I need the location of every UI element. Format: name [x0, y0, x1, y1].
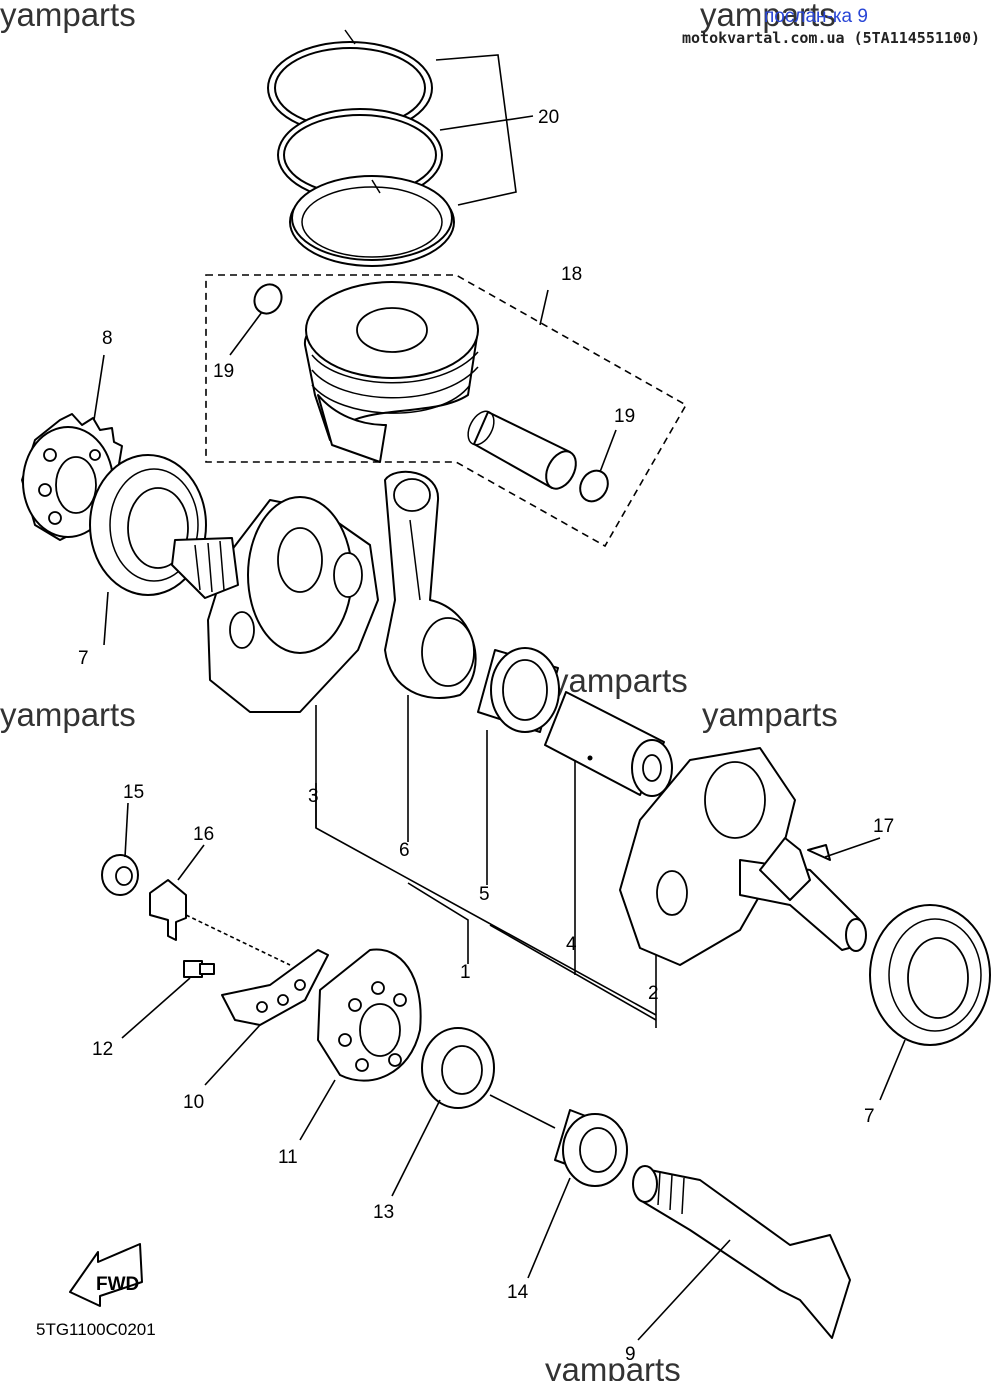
- balancer-weight: [221, 949, 329, 1026]
- callout-11: 11: [278, 1147, 298, 1168]
- diagram-code: 5TG1100C0201: [36, 1320, 156, 1339]
- forward-label: FWD: [96, 1274, 139, 1295]
- callout-7-left: 7: [78, 648, 89, 669]
- ball-bearing: [421, 1027, 495, 1109]
- lock-washer: [149, 879, 187, 941]
- callout-8: 8: [102, 328, 113, 349]
- crank-bearing: [869, 904, 991, 1046]
- callout-9: 9: [625, 1344, 636, 1365]
- leader-lines: [93, 54, 906, 1341]
- crank-half-left: [171, 496, 379, 713]
- callout-5: 5: [479, 884, 490, 905]
- bolt: [183, 960, 215, 978]
- forward-arrow-icon: FWD: [69, 1243, 143, 1307]
- watermark: yamparts: [700, 0, 836, 33]
- needle-bearing: [477, 647, 560, 733]
- callout-20: 20: [538, 107, 559, 128]
- crank-half-right: [619, 747, 867, 966]
- nut: [101, 854, 139, 896]
- needle-bearing: [554, 1109, 628, 1187]
- callout-17: 17: [873, 816, 894, 837]
- callout-6: 6: [399, 840, 410, 861]
- piston-kit-boundary: [205, 274, 688, 548]
- piston-pin-clip: [253, 283, 283, 315]
- callout-2: 2: [648, 983, 659, 1004]
- crank-pin: [544, 691, 673, 797]
- callout-19-left: 19: [213, 361, 234, 382]
- balancer-drive-gear: [317, 948, 422, 1082]
- callout-3: 3: [308, 786, 319, 807]
- piston-pin-clip: [579, 469, 609, 503]
- woodruff-key: [807, 844, 831, 861]
- callout-7-right: 7: [864, 1106, 875, 1127]
- balancer-shaft: [632, 1165, 851, 1339]
- watermark: yamparts: [702, 696, 838, 733]
- watermark: yamparts: [545, 1351, 681, 1381]
- connecting-rod: [384, 470, 477, 699]
- callout-4: 4: [566, 934, 577, 955]
- watermark: yamparts: [0, 696, 136, 733]
- piston-pin: [467, 410, 577, 490]
- page-link[interactable]: послан-ка 9: [764, 6, 868, 27]
- callout-18: 18: [561, 264, 582, 285]
- callout-15: 15: [123, 782, 144, 803]
- callout-10: 10: [183, 1092, 204, 1113]
- callout-14: 14: [507, 1282, 529, 1303]
- callout-12: 12: [92, 1039, 113, 1060]
- callout-labels: 1 2 3 4 5 6 7 7 8 9 10 11 12 13 14 15 16…: [78, 107, 894, 1365]
- callout-16: 16: [193, 824, 214, 845]
- callout-1: 1: [460, 962, 471, 983]
- watermark: yamparts: [0, 0, 136, 33]
- piston-rings: [267, 29, 455, 267]
- callout-13: 13: [373, 1202, 394, 1223]
- piston: [303, 281, 479, 463]
- source-label: motokvartal.com.ua (5TA114551100): [681, 29, 980, 47]
- watermark: yamparts: [552, 662, 688, 699]
- callout-19-right: 19: [614, 406, 635, 427]
